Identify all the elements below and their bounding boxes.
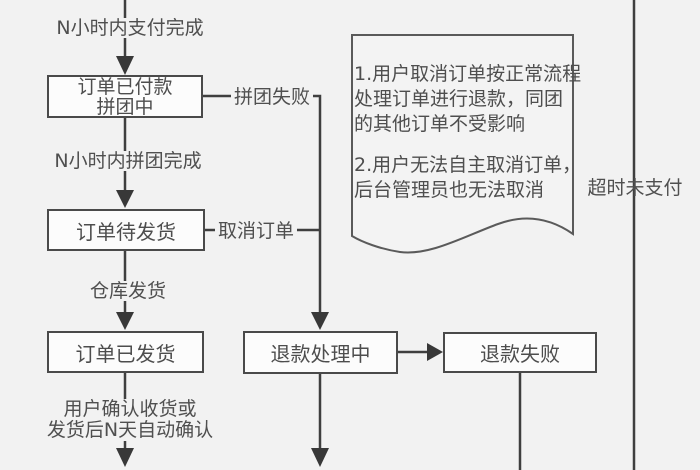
edge-label-timeout-unpaid: 超时未支付 bbox=[587, 177, 683, 199]
edge-label-confirm-receipt: 用户确认收货或 发货后N天自动确认 bbox=[43, 399, 217, 441]
note-item-2: 2.用户无法自主取消订单， 后台管理员也无法取消 bbox=[354, 154, 582, 201]
note-document-shape bbox=[351, 34, 574, 254]
arrowheads bbox=[116, 56, 443, 467]
arrow-down-icon bbox=[311, 448, 329, 467]
arrow-down-icon bbox=[116, 448, 134, 467]
arrow-down-icon bbox=[116, 190, 134, 208]
edge-label-cancel-order: 取消订单 bbox=[214, 221, 298, 241]
node-refund-processing: 退款处理中 bbox=[243, 331, 398, 374]
node-order-paid-grouping: 订单已付款 拼团中 bbox=[47, 75, 203, 118]
arrow-down-icon bbox=[116, 312, 134, 330]
arrow-down-icon bbox=[311, 312, 329, 330]
line-group-failed bbox=[203, 94, 322, 314]
node-order-await-shipment: 订单待发货 bbox=[47, 209, 205, 251]
edge-label-warehouse-ship: 仓库发货 bbox=[86, 281, 170, 301]
note-document: 1.用户取消订单按正常流程 处理订单进行退款，同团 的其他订单不受影响 2.用户… bbox=[354, 62, 582, 203]
arrow-right-icon bbox=[427, 343, 443, 361]
node-order-shipped: 订单已发货 bbox=[47, 331, 204, 373]
node-refund-failed: 退款失败 bbox=[443, 332, 597, 373]
edge-label-pay-within-n-hours: N小时内支付完成 bbox=[53, 18, 207, 38]
edge-label-group-failed: 拼团失败 bbox=[230, 87, 314, 107]
edge-label-group-within-n-hours: N小时内拼团完成 bbox=[51, 151, 205, 171]
note-item-1: 1.用户取消订单按正常流程 处理订单进行退款，同团 的其他订单不受影响 bbox=[354, 63, 582, 135]
arrow-down-icon bbox=[116, 56, 134, 75]
